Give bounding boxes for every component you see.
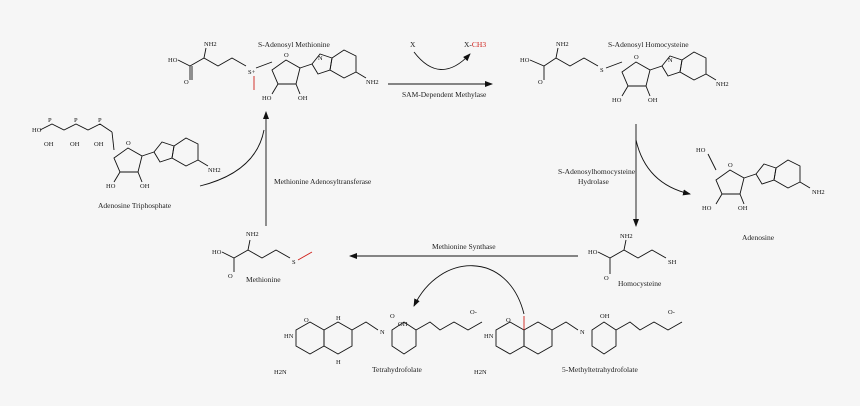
sahh-label-2: Hydrolase: [578, 177, 609, 186]
atp-nh2: NH2: [208, 167, 221, 174]
ms-label: Methionine Synthase: [432, 242, 496, 251]
adenosine-ho-2: HO: [702, 205, 712, 212]
adenosine-label: Adenosine: [742, 233, 775, 242]
adenosine-oh: OH: [738, 205, 748, 212]
methyl-transfer: X X-CH3 SAM-Dependent Methylase: [388, 40, 493, 99]
thf-h-top: H: [336, 315, 341, 322]
methylated-product: X-CH3: [464, 40, 486, 49]
mthf-molecule: O HN H2N N OH O- 5-Methyltetrahydrofolat…: [474, 309, 683, 376]
thf-h2n: H2N: [274, 369, 287, 376]
met-s: S: [292, 259, 296, 266]
atp-ho-2: HO: [106, 183, 116, 190]
sah-o: O: [538, 79, 543, 86]
atp-oh1: OH: [44, 141, 54, 148]
acceptor-x: X: [410, 40, 416, 49]
mthf-h2n: H2N: [474, 369, 487, 376]
sah-nh2: NH2: [556, 41, 569, 48]
methionine-molecule: NH2 HO O S Methionine: [212, 231, 313, 284]
adenosine-molecule: HO HO OH NH2 Adenosine: [696, 147, 825, 242]
met-o: O: [228, 273, 233, 280]
hcy-nh2: NH2: [620, 233, 633, 240]
sah-s: S: [600, 67, 604, 74]
thf-h-bottom: H: [336, 359, 341, 366]
sah-ho-2: HO: [612, 97, 622, 104]
met-ho: HO: [212, 249, 222, 256]
sam-s-plus: S+: [248, 69, 256, 76]
atp-oh2: OH: [70, 141, 80, 148]
met-nh2: NH2: [246, 231, 259, 238]
thf-o-minus: O-: [470, 309, 477, 316]
mthf-label: 5-Methyltetrahydrofolate: [562, 365, 638, 374]
adenosine-nh2: NH2: [812, 189, 825, 196]
sam-nh2: NH2: [204, 41, 217, 48]
sahh-step: S-Adenosylhomocysteine Hydrolase: [558, 124, 691, 227]
methionine-label: Methionine: [246, 275, 281, 284]
thf-oh: OH: [398, 321, 408, 328]
atp-label: Adenosine Triphosphate: [98, 201, 172, 210]
thf-o-2: O: [390, 313, 395, 320]
thf-molecule: O HN H2N H H N O OH O- Tetrahydrofolate: [274, 309, 483, 376]
sam-ho: HO: [168, 57, 178, 64]
sam-ho-2: HO: [262, 95, 272, 102]
sam-nh2-adenine: NH2: [366, 79, 379, 86]
atp-p2: P: [74, 117, 78, 124]
thf-hn: HN: [284, 333, 294, 340]
hcy-sh: SH: [668, 259, 677, 266]
mthf-o-minus: O-: [668, 309, 675, 316]
thf-o: O: [304, 317, 309, 324]
sah-molecule: S-Adenosyl Homocysteine NH2 HO O S HO OH…: [520, 40, 729, 104]
sam-o: O: [184, 79, 189, 86]
sam-molecule: S-Adenosyl Methionine NH2 HO O S+ HO OH …: [168, 40, 379, 102]
thf-n: N: [380, 329, 385, 336]
atp-oh3: OH: [94, 141, 104, 148]
atp-p3: P: [98, 117, 102, 124]
sah-oh: OH: [648, 97, 658, 104]
sam-n: N: [318, 55, 323, 62]
sah-label: S-Adenosyl Homocysteine: [608, 40, 689, 49]
hcy-o: O: [604, 275, 609, 282]
mthf-n: N: [580, 329, 585, 336]
sah-ho: HO: [520, 57, 530, 64]
atp-oh: OH: [140, 183, 150, 190]
sahh-label-1: S-Adenosylhomocysteine: [558, 167, 636, 176]
atp-p1: P: [48, 117, 52, 124]
adenosine-ho: HO: [696, 147, 706, 154]
thf-label: Tetrahydrofolate: [372, 365, 423, 374]
mat-step: Methionine Adenosyltransferase: [199, 111, 372, 226]
atp-molecule: HO P P P OH OH OH HO OH NH2 Adenosine Tr…: [32, 117, 221, 210]
mthf-o: O: [506, 317, 511, 324]
ms-step: Methionine Synthase: [349, 242, 578, 315]
mat-label: Methionine Adenosyltransferase: [274, 177, 372, 186]
sah-n: N: [668, 57, 673, 64]
mthf-oh: OH: [600, 313, 610, 320]
hcy-ho: HO: [588, 249, 598, 256]
sah-nh2-adenine: NH2: [716, 81, 729, 88]
atp-ho: HO: [32, 127, 42, 134]
mthf-hn: HN: [484, 333, 494, 340]
homocysteine-molecule: NH2 HO O SH Homocysteine: [588, 233, 677, 288]
sam-oh: OH: [298, 95, 308, 102]
homocysteine-label: Homocysteine: [618, 279, 662, 288]
sam-label: S-Adenosyl Methionine: [258, 40, 331, 49]
methylase-label: SAM-Dependent Methylase: [402, 90, 487, 99]
